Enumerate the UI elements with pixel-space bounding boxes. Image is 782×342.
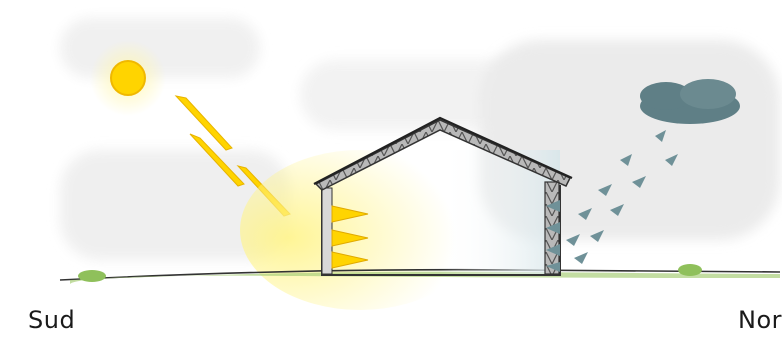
bush-left: [78, 270, 106, 282]
rain-cloud-icon: [640, 79, 740, 124]
bush-right: [678, 264, 702, 276]
label-north: Nor: [738, 306, 782, 334]
sun-icon: [90, 40, 166, 116]
heat-arrows: [332, 206, 368, 268]
label-south: Sud: [28, 306, 75, 334]
